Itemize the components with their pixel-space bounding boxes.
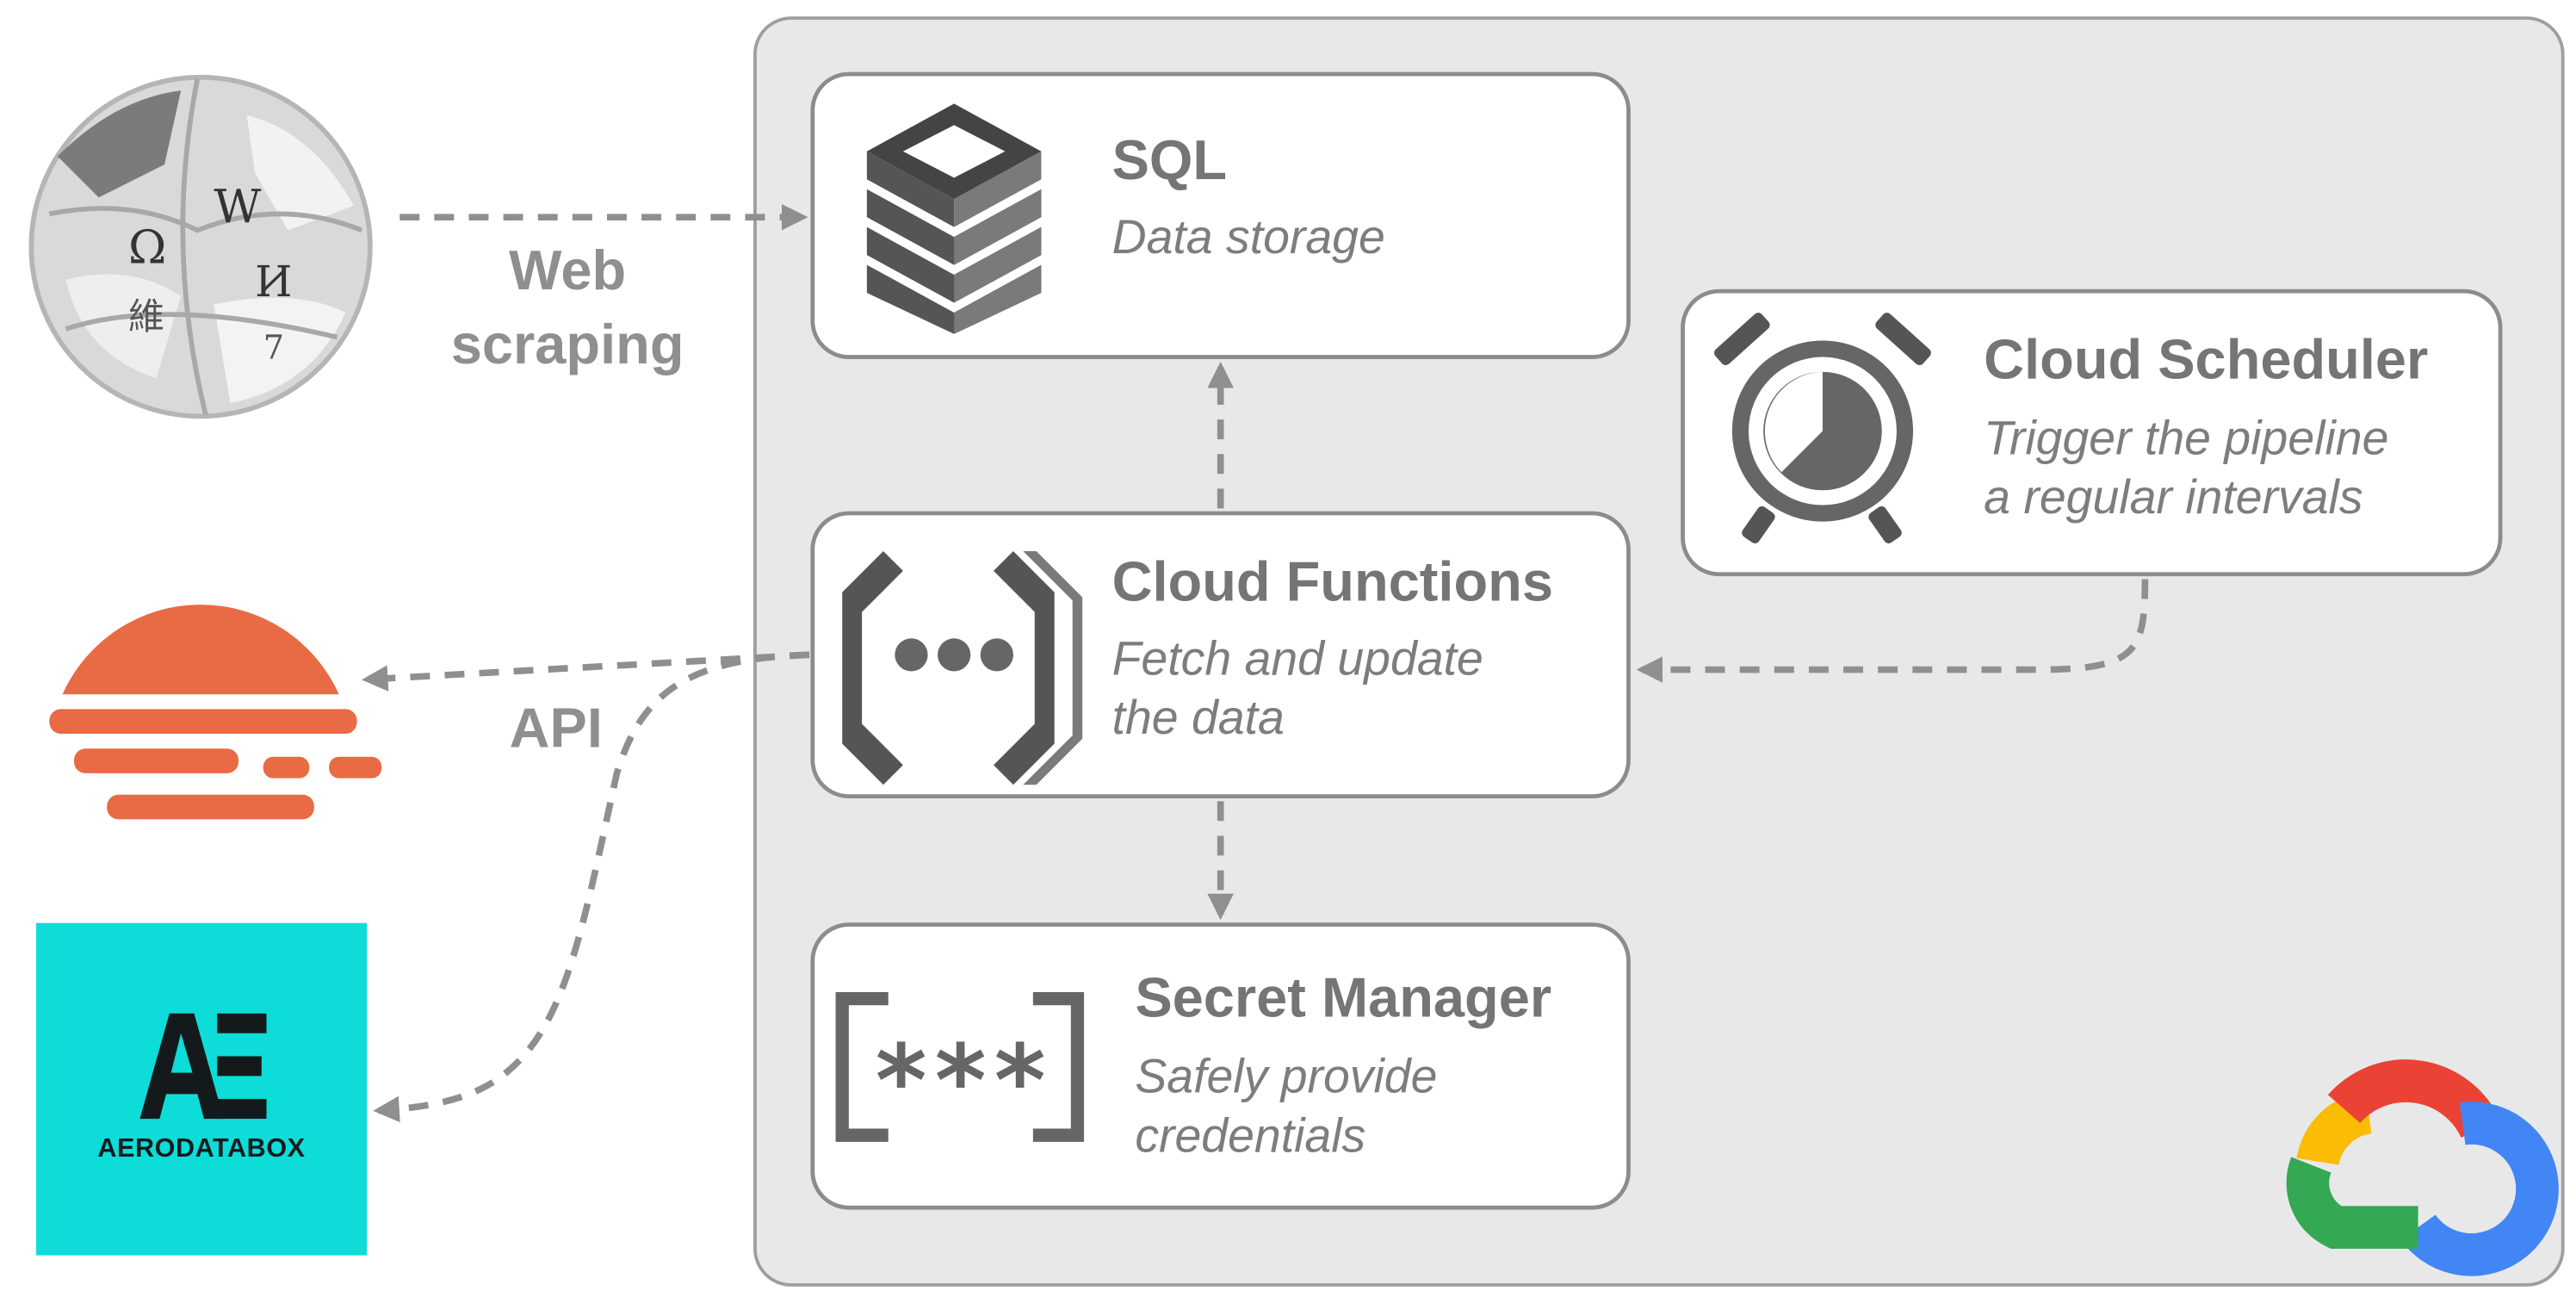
- google-cloud-logo-icon: [2286, 1059, 2559, 1276]
- secret-manager-node[interactable]: [810, 922, 1631, 1210]
- svg-text:Ω: Ω: [128, 220, 166, 275]
- wikipedia-globe-icon: Ω W И 維 7: [28, 74, 373, 419]
- cloud-functions-description-line-2: the data: [1112, 692, 1285, 746]
- web-scraping-label: Web scraping: [419, 235, 715, 383]
- cloud-functions-description-line-1: Fetch and update: [1112, 633, 1483, 686]
- svg-text:維: 維: [128, 295, 164, 338]
- web-scraping-label-line-2: scraping: [450, 313, 684, 377]
- sql-database-icon: [866, 103, 1042, 334]
- aerodatabox-name: AERODATABOX: [97, 1135, 306, 1163]
- ae-monogram: [139, 1013, 267, 1120]
- svg-text:И: И: [255, 257, 292, 307]
- secret-manager-title: Secret Manager: [1135, 967, 1552, 1030]
- svg-text:***: ***: [871, 1025, 1050, 1139]
- cloud-functions-title: Cloud Functions: [1112, 550, 1553, 614]
- svg-text:7: 7: [263, 329, 284, 367]
- sun-cloud-icon: [49, 605, 382, 820]
- alarm-clock-icon: [1714, 313, 1931, 543]
- api-weather-arrow: [361, 651, 810, 692]
- cloud-scheduler-description-line-2: a regular intervals: [1984, 472, 2363, 525]
- sql-description: Data storage: [1112, 212, 1385, 265]
- web-scraping-label-line-1: Web: [509, 239, 627, 303]
- api-aerodatabox-arrow: [373, 651, 810, 1123]
- secret-manager-description-line-1: Safely provide: [1135, 1051, 1438, 1104]
- api-label: API: [509, 698, 603, 760]
- cloud-scheduler-node[interactable]: [1681, 289, 2503, 577]
- scheduler-to-functions-arrow: [1636, 579, 2149, 683]
- secret-manager-description-line-2: credentials: [1135, 1110, 1366, 1163]
- cloud-functions-icon: [842, 550, 1083, 785]
- cloud-scheduler-title: Cloud Scheduler: [1984, 329, 2429, 392]
- svg-text:W: W: [214, 179, 261, 233]
- sql-title: SQL: [1112, 129, 1228, 193]
- secret-brackets-icon: ***: [835, 991, 1085, 1142]
- cloud-scheduler-description-line-1: Trigger the pipeline: [1984, 413, 2389, 466]
